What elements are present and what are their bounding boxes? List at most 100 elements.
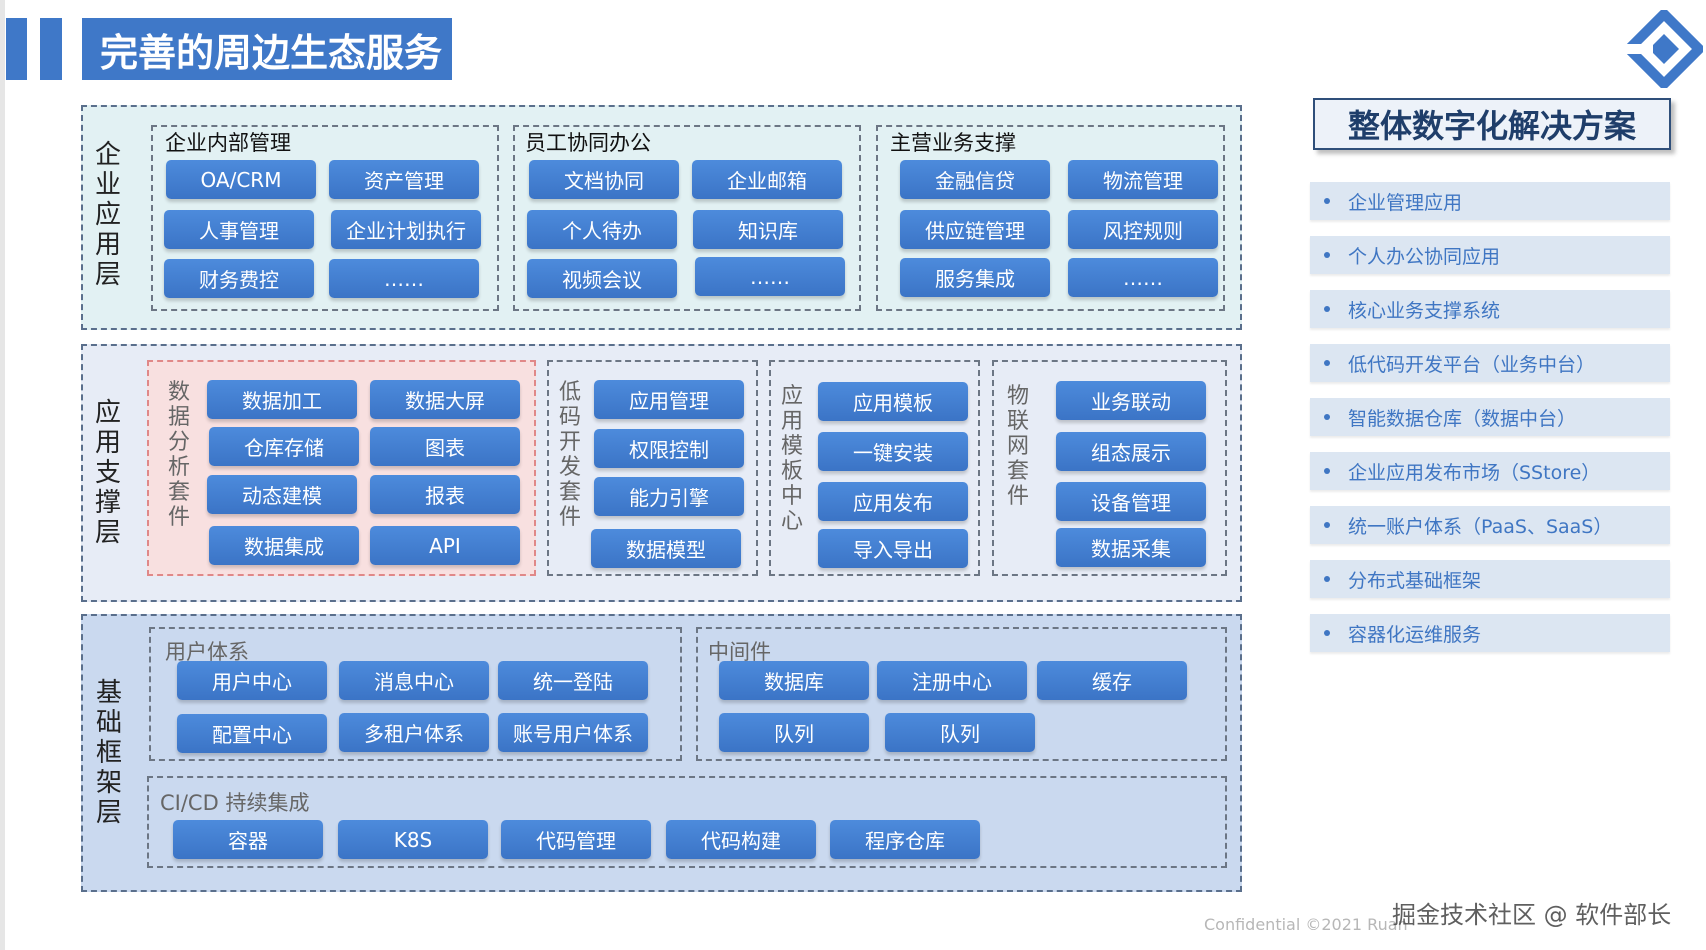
vlabel-char: 开 xyxy=(558,430,581,455)
layer-label-char: 用 xyxy=(94,428,121,458)
btn-import-export[interactable]: 导入导出 xyxy=(818,529,968,568)
btn-container[interactable]: 容器 xyxy=(173,820,323,859)
btn-doc-collab[interactable]: 文档协同 xyxy=(529,160,679,199)
btn-queue-1[interactable]: 队列 xyxy=(719,713,869,752)
btn-data-collection[interactable]: 数据采集 xyxy=(1056,528,1206,567)
layer-label-char: 用 xyxy=(94,230,121,260)
btn-registry-center[interactable]: 注册中心 xyxy=(877,661,1027,700)
btn-permission-control[interactable]: 权限控制 xyxy=(594,429,744,468)
btn-hr[interactable]: 人事管理 xyxy=(164,210,314,249)
btn-queue-2[interactable]: 队列 xyxy=(885,713,1035,752)
layer-label-char: 层 xyxy=(94,518,121,548)
btn-collab-more[interactable]: …… xyxy=(695,257,845,296)
btn-risk-rules[interactable]: 风控规则 xyxy=(1068,210,1218,249)
group-employee-collab xyxy=(513,125,861,311)
layer-label-char: 框 xyxy=(95,738,122,768)
btn-app-template[interactable]: 应用模板 xyxy=(818,382,968,421)
btn-personal-todo[interactable]: 个人待办 xyxy=(527,210,677,249)
solution-item-label: 分布式基础框架 xyxy=(1348,569,1482,592)
btn-video-meeting[interactable]: 视频会议 xyxy=(527,259,677,298)
btn-data-model[interactable]: 数据模型 xyxy=(591,529,741,568)
foundation-layer-label: 基 础 框 架 层 xyxy=(89,658,129,848)
btn-app-management[interactable]: 应用管理 xyxy=(594,380,744,419)
group-title-middleware: 中间件 xyxy=(708,640,771,664)
btn-data-screen[interactable]: 数据大屏 xyxy=(370,380,520,419)
solution-item-label: 容器化运维服务 xyxy=(1348,623,1482,646)
group-middleware xyxy=(696,627,1227,761)
solution-item-label: 企业管理应用 xyxy=(1348,191,1463,214)
btn-business-linkage[interactable]: 业务联动 xyxy=(1056,381,1206,420)
solution-item[interactable]: 低代码开发平台（业务中台） xyxy=(1310,344,1670,382)
solution-item-label: 核心业务支撑系统 xyxy=(1348,299,1501,322)
solution-item-label: 低代码开发平台（业务中台） xyxy=(1348,353,1596,376)
vlabel-char: 套 xyxy=(1006,459,1029,484)
btn-multi-tenant[interactable]: 多租户体系 xyxy=(339,713,489,752)
solution-item[interactable]: 容器化运维服务 xyxy=(1310,614,1670,652)
btn-data-integration[interactable]: 数据集成 xyxy=(209,526,359,565)
btn-database[interactable]: 数据库 xyxy=(719,661,869,700)
btn-k8s[interactable]: K8S xyxy=(338,820,488,859)
btn-knowledge-base[interactable]: 知识库 xyxy=(693,210,843,249)
btn-dynamic-modeling[interactable]: 动态建模 xyxy=(207,475,357,514)
btn-config-center[interactable]: 配置中心 xyxy=(177,714,327,753)
btn-warehouse-storage[interactable]: 仓库存储 xyxy=(209,427,359,466)
btn-api[interactable]: API xyxy=(370,526,520,565)
layer-label-char: 础 xyxy=(95,708,122,738)
left-edge-line xyxy=(0,0,5,950)
btn-oa-crm[interactable]: OA/CRM xyxy=(166,160,316,199)
btn-charts[interactable]: 图表 xyxy=(370,427,520,466)
btn-program-repository[interactable]: 程序仓库 xyxy=(830,820,980,859)
btn-logistics[interactable]: 物流管理 xyxy=(1068,160,1218,199)
btn-service-integration[interactable]: 服务集成 xyxy=(900,258,1050,297)
solution-item[interactable]: 企业管理应用 xyxy=(1310,182,1670,220)
dot-icon xyxy=(1324,360,1330,366)
btn-business-more[interactable]: …… xyxy=(1068,258,1218,297)
solution-item[interactable]: 个人办公协同应用 xyxy=(1310,236,1670,274)
btn-app-publish[interactable]: 应用发布 xyxy=(818,482,968,521)
btn-unified-login[interactable]: 统一登陆 xyxy=(498,661,648,700)
solution-item[interactable]: 智能数据仓库（数据中台） xyxy=(1310,398,1670,436)
solution-item[interactable]: 核心业务支撑系统 xyxy=(1310,290,1670,328)
btn-user-center[interactable]: 用户中心 xyxy=(177,661,327,700)
confidential-notice: Confidential ©2021 Ruan xyxy=(1204,915,1408,934)
layer-label-char: 应 xyxy=(94,200,121,230)
group-title-collab: 员工协同办公 xyxy=(525,131,651,155)
accent-bar-left xyxy=(6,18,27,80)
accent-bar-right xyxy=(40,18,62,80)
btn-capability-engine[interactable]: 能力引擎 xyxy=(594,477,744,516)
vlabel-char: 低 xyxy=(558,380,581,405)
layer-label-char: 应 xyxy=(94,398,121,428)
group-cicd xyxy=(147,776,1227,868)
solution-item[interactable]: 分布式基础框架 xyxy=(1310,560,1670,598)
btn-finance-credit[interactable]: 金融信贷 xyxy=(900,160,1050,199)
diamond-logo-icon xyxy=(1621,6,1706,92)
btn-supply-chain[interactable]: 供应链管理 xyxy=(900,210,1050,249)
lowcode-suite-label: 低 码 开 发 套 件 xyxy=(555,380,585,540)
btn-enterprise-mail[interactable]: 企业邮箱 xyxy=(692,160,842,199)
btn-one-click-install[interactable]: 一键安装 xyxy=(818,432,968,471)
btn-plan-execution[interactable]: 企业计划执行 xyxy=(331,210,481,249)
btn-cache[interactable]: 缓存 xyxy=(1037,661,1187,700)
btn-message-center[interactable]: 消息中心 xyxy=(339,661,489,700)
btn-config-display[interactable]: 组态展示 xyxy=(1056,432,1206,471)
btn-device-management[interactable]: 设备管理 xyxy=(1056,482,1206,521)
btn-code-management[interactable]: 代码管理 xyxy=(501,820,651,859)
btn-account-user-system[interactable]: 账号用户体系 xyxy=(498,713,648,752)
btn-data-processing[interactable]: 数据加工 xyxy=(207,380,357,419)
dot-icon xyxy=(1324,522,1330,528)
btn-internal-more[interactable]: …… xyxy=(329,259,479,298)
btn-finance[interactable]: 财务费控 xyxy=(164,259,314,298)
solution-item[interactable]: 企业应用发布市场（SStore） xyxy=(1310,452,1670,490)
analytics-suite-label: 数 据 分 析 套 件 xyxy=(164,380,194,540)
btn-reports[interactable]: 报表 xyxy=(370,475,520,514)
solution-item[interactable]: 统一账户体系（PaaS、SaaS） xyxy=(1310,506,1670,544)
btn-asset-management[interactable]: 资产管理 xyxy=(329,160,479,199)
vlabel-char: 心 xyxy=(780,509,803,534)
vlabel-char: 码 xyxy=(558,405,581,430)
btn-code-build[interactable]: 代码构建 xyxy=(666,820,816,859)
layer-label-char: 架 xyxy=(95,768,122,798)
dot-icon xyxy=(1324,576,1330,582)
layer-label-char: 层 xyxy=(95,798,122,828)
layer-label-char: 层 xyxy=(94,260,121,290)
dot-icon xyxy=(1324,414,1330,420)
